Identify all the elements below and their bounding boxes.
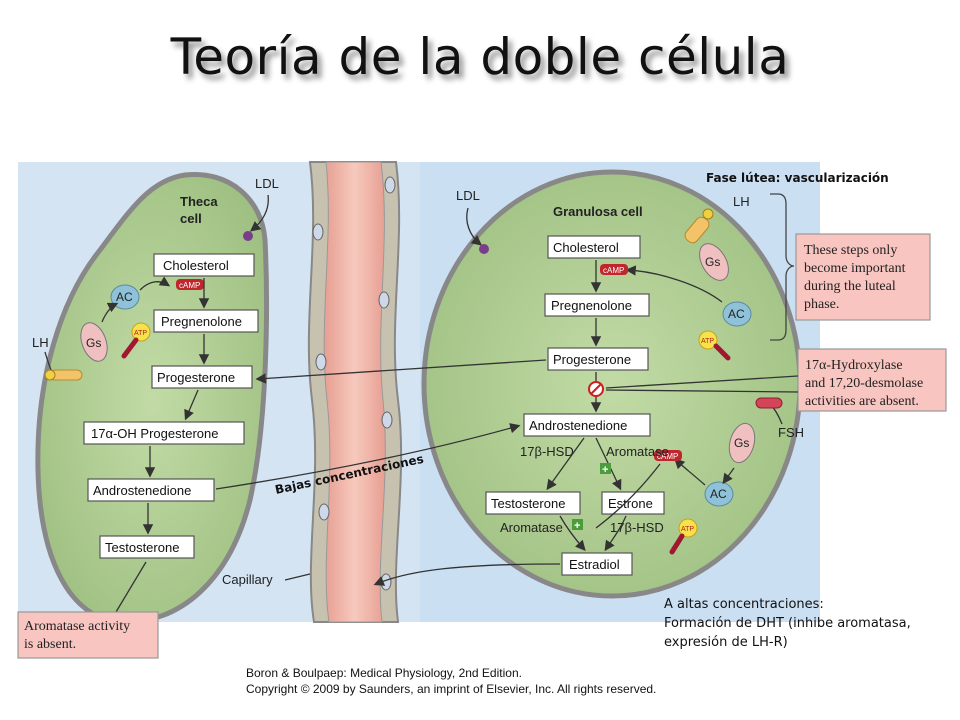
- svg-text:Pregnenolone: Pregnenolone: [161, 314, 242, 329]
- granulosa-step-pregnenolone: Pregnenolone: [544, 293, 650, 317]
- granulosa-ac-icon-top: [722, 301, 752, 327]
- theca-camp-badge: [176, 279, 204, 290]
- theca-cell-label-2: cell: [180, 211, 202, 226]
- granulosa-lh-label: LH: [733, 194, 750, 209]
- svg-text:17α-OH Progesterone: 17α-OH Progesterone: [91, 426, 218, 441]
- svg-text:+: +: [602, 464, 608, 476]
- luteal-phase-annotation: Fase lútea: vascularización: [706, 171, 889, 185]
- granulosa-atp-badge-bottom: [678, 518, 698, 538]
- granulosa-ldl-receptor: [479, 244, 489, 254]
- svg-text:Testosterone: Testosterone: [491, 496, 565, 511]
- svg-text:Gs: Gs: [734, 436, 749, 450]
- granulosa-cell: Granulosa cell LDL LH Gs AC cAMP ATP FSH…: [373, 169, 804, 599]
- granulosa-gs-icon-top: [699, 243, 729, 281]
- theca-ldl-receptor: [243, 231, 253, 241]
- svg-text:Testosterone: Testosterone: [105, 540, 179, 555]
- svg-text:Aromatase activity: Aromatase activity: [24, 619, 130, 634]
- svg-text:Androstenedione: Androstenedione: [529, 418, 627, 433]
- svg-text:These steps only: These steps only: [804, 243, 897, 258]
- granulosa-ac-icon-bottom: [704, 481, 734, 507]
- theca-gs-icon: [80, 322, 108, 362]
- svg-text:Pregnenolone: Pregnenolone: [551, 298, 632, 313]
- high-concentration-line-1: A altas concentraciones:: [664, 597, 824, 612]
- svg-text:Estrone: Estrone: [608, 496, 653, 511]
- granulosa-camp-badge-bottom: [654, 450, 682, 461]
- granulosa-step-cholesterol: Cholesterol: [547, 235, 641, 259]
- svg-text:become important: become important: [804, 261, 906, 276]
- svg-text:phase.: phase.: [804, 297, 839, 312]
- credit-line-2: Copyright © 2009 by Saunders, an imprint…: [246, 682, 656, 696]
- slide-title: Teoría de la doble célula: [170, 28, 790, 86]
- theca-step-testosterone: Testosterone: [99, 535, 195, 559]
- svg-text:activities are absent.: activities are absent.: [805, 394, 919, 409]
- theca-step-cholesterol: Cholesterol: [153, 253, 255, 277]
- granulosa-cell-label: Granulosa cell: [553, 204, 643, 219]
- granulosa-fsh-receptor-icon: [755, 397, 783, 409]
- enzyme-17b-hsd-top: 17β-HSD: [520, 444, 574, 459]
- svg-text:during the luteal: during the luteal: [804, 279, 896, 294]
- theca-ldl-label: LDL: [255, 176, 279, 191]
- note-aromatase-absent: Aromatase activity is absent.: [17, 611, 159, 659]
- theca-step-androstenedione: Androstenedione: [87, 478, 215, 502]
- svg-text:is absent.: is absent.: [24, 637, 76, 652]
- granulosa-step-estradiol: Estradiol: [561, 552, 633, 576]
- enzyme-aromatase-bottom: Aromatase: [500, 520, 563, 535]
- granulosa-step-estrone: Estrone: [601, 491, 665, 515]
- note-hydroxylase-absent: 17α-Hydroxylase and 17,20-desmolase acti…: [797, 348, 947, 412]
- capillary: [307, 161, 403, 623]
- svg-text:ATP: ATP: [134, 330, 147, 337]
- plus-icon-1: [600, 463, 611, 474]
- granulosa-lh-receptor-icon: [684, 216, 710, 244]
- granulosa-camp-badge-top: [600, 264, 628, 275]
- capillary-label: Capillary: [222, 572, 273, 587]
- svg-text:AC: AC: [710, 487, 727, 501]
- theca-step-pregnenolone: Pregnenolone: [153, 309, 259, 333]
- svg-text:Progesterone: Progesterone: [553, 352, 631, 367]
- svg-text:AC: AC: [728, 307, 745, 321]
- granulosa-step-androstenedione: Androstenedione: [523, 413, 651, 437]
- granulosa-gs-icon-bottom: [728, 422, 756, 464]
- svg-text:17α-Hydroxylase: 17α-Hydroxylase: [805, 358, 903, 373]
- svg-text:cAMP: cAMP: [179, 281, 200, 290]
- svg-text:Progesterone: Progesterone: [157, 370, 235, 385]
- granulosa-ldl-label: LDL: [456, 188, 480, 203]
- svg-text:cAMP: cAMP: [603, 266, 624, 275]
- theca-step-17oh-progesterone: 17α-OH Progesterone: [83, 421, 245, 445]
- plus-icon-2: [572, 519, 583, 530]
- high-concentration-line-3: expresión de LH-R): [664, 635, 788, 650]
- svg-text:Estradiol: Estradiol: [569, 557, 620, 572]
- svg-text:AC: AC: [116, 290, 133, 304]
- luteal-bracket: [770, 193, 795, 341]
- svg-text:ATP: ATP: [701, 338, 714, 345]
- credit-line-1: Boron & Boulpaep: Medical Physiology, 2n…: [246, 666, 522, 680]
- enzyme-17b-hsd-bottom: 17β-HSD: [610, 520, 664, 535]
- svg-text:and 17,20-desmolase: and 17,20-desmolase: [805, 376, 923, 391]
- theca-cell-label: Theca: [180, 194, 218, 209]
- theca-step-progesterone: Progesterone: [151, 365, 253, 389]
- theca-lh-label: LH: [32, 335, 49, 350]
- granulosa-atp-badge-top: [698, 330, 718, 350]
- svg-text:Gs: Gs: [86, 336, 101, 350]
- svg-text:ATP: ATP: [681, 526, 694, 533]
- high-concentration-line-2: Formación de DHT (inhibe aromatasa,: [664, 616, 911, 631]
- svg-text:Gs: Gs: [705, 255, 720, 269]
- svg-text:cAMP: cAMP: [657, 452, 678, 461]
- granulosa-step-testosterone: Testosterone: [485, 491, 581, 515]
- note-luteal-phase: These steps only become important during…: [795, 233, 931, 321]
- theca-atp-badge: [131, 322, 151, 342]
- svg-text:Androstenedione: Androstenedione: [93, 483, 191, 498]
- svg-text:Cholesterol: Cholesterol: [553, 240, 619, 255]
- svg-text:Cholesterol: Cholesterol: [163, 258, 229, 273]
- enzyme-aromatase-top: Aromatase: [606, 444, 669, 459]
- granulosa-step-progesterone: Progesterone: [547, 347, 649, 371]
- svg-text:+: +: [574, 520, 580, 532]
- granulosa-fsh-label: FSH: [778, 425, 804, 440]
